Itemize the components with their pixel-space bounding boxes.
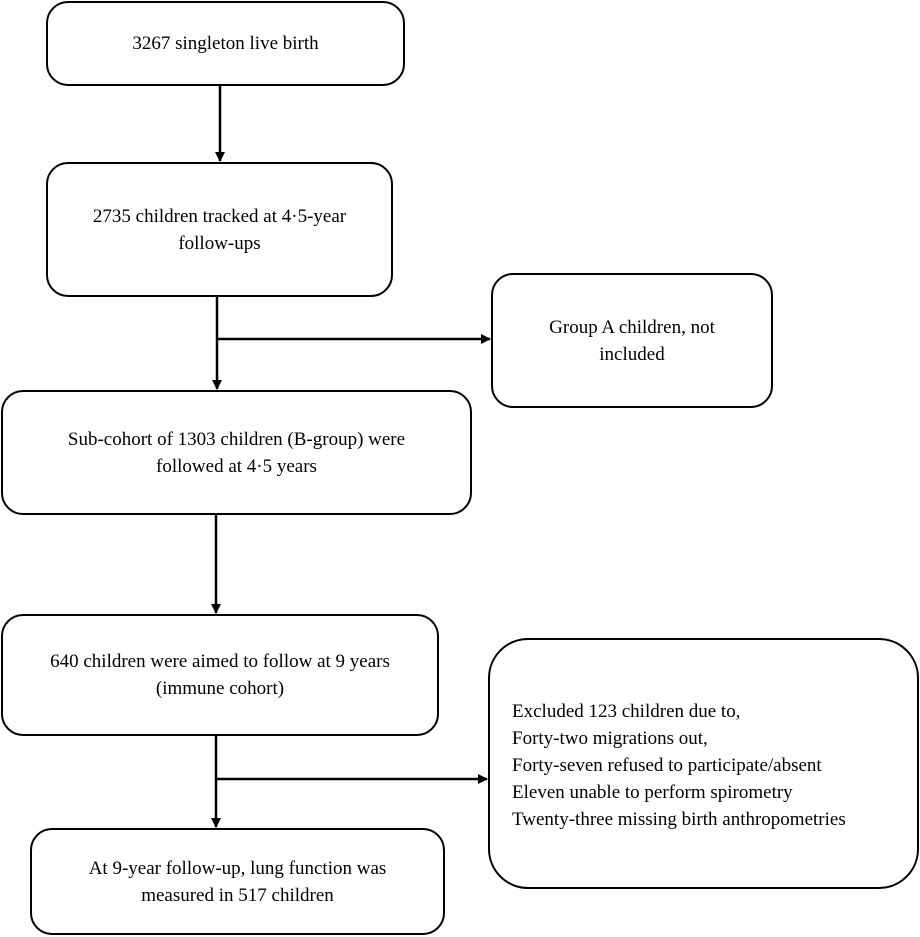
group-a-text: Group A children, not included xyxy=(549,316,715,365)
immune-cohort-text: 640 children were aimed to follow at 9 y… xyxy=(50,651,390,699)
tracked-children-box: 2735 children tracked at 4·5-year follow… xyxy=(46,162,393,297)
sub-cohort-box: Sub-cohort of 1303 children (B-group) we… xyxy=(1,390,472,515)
final-measurement-box: At 9-year follow-up, lung function was m… xyxy=(30,828,445,935)
tracked-children-text: 2735 children tracked at 4·5-year follow… xyxy=(92,205,347,254)
excluded-children-text: Excluded 123 children due to, Forty-two … xyxy=(512,701,846,830)
sub-cohort-text: Sub-cohort of 1303 children (B-group) we… xyxy=(67,428,406,477)
live-birth-box: 3267 singleton live birth xyxy=(46,1,405,86)
immune-cohort-box: 640 children were aimed to follow at 9 y… xyxy=(1,614,439,736)
group-a-box: Group A children, not included xyxy=(491,273,773,408)
live-birth-text: 3267 singleton live birth xyxy=(132,33,319,54)
final-measurement-text: At 9-year follow-up, lung function was m… xyxy=(88,857,387,906)
excluded-children-box: Excluded 123 children due to, Forty-two … xyxy=(488,638,919,889)
